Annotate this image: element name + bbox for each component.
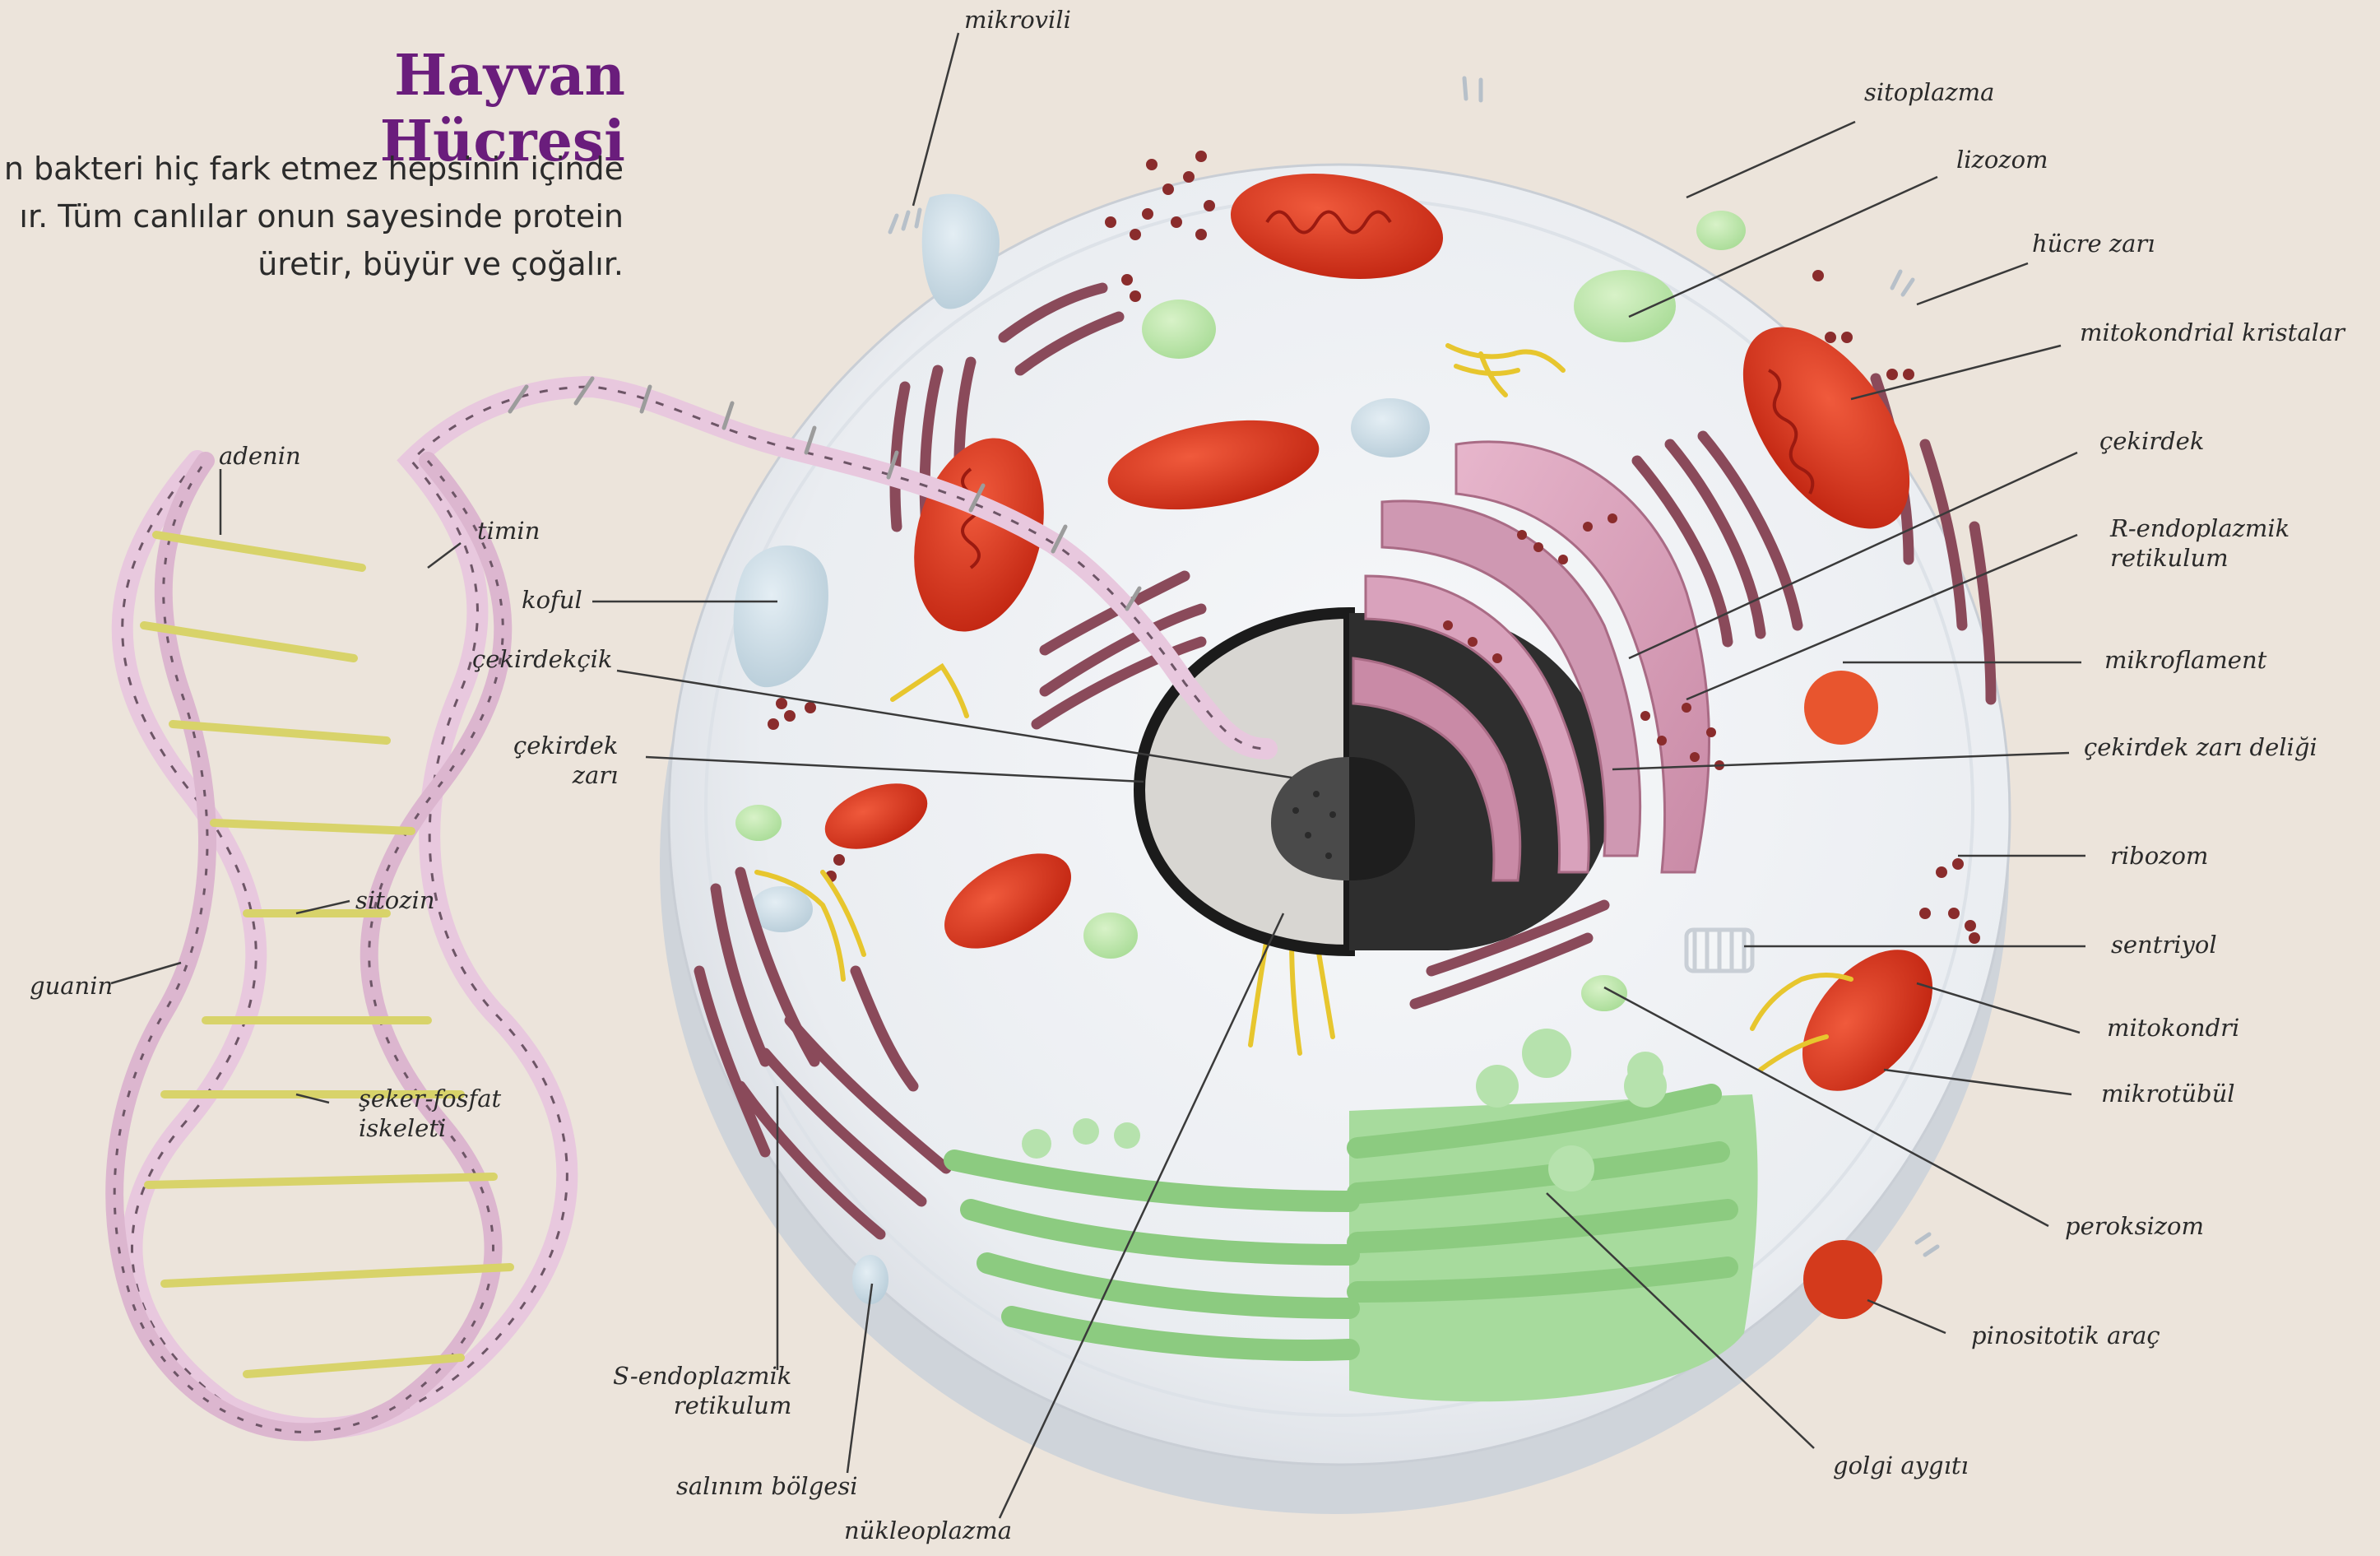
- label-mikrotubul: mikrotübül: [2101, 1079, 2235, 1108]
- label-line: şeker-fosfat: [359, 1084, 501, 1113]
- intro-line: üretir, büyür ve çoğalır.: [0, 240, 624, 288]
- label-line: R-endoplazmik: [2110, 513, 2290, 543]
- label-golgi-aygiti: golgi aygıtı: [1833, 1451, 1969, 1480]
- label-peroksizom: peroksizom: [2065, 1211, 2204, 1241]
- label-ribozom: ribozom: [2110, 841, 2208, 871]
- label-r-endoplazmik: R-endoplazmik retikulum: [2110, 513, 2290, 573]
- label-adenin: adenin: [219, 441, 301, 471]
- label-sitoplazma: sitoplazma: [1864, 77, 1994, 107]
- label-mikroflament: mikroflament: [2104, 645, 2266, 675]
- intro-text: n bakteri hiç fark etmez hepsinin içinde…: [0, 145, 624, 288]
- label-cekirdek-zari-deligi: çekirdek zarı deliği: [2084, 732, 2317, 762]
- label-line: çekirdek: [513, 731, 618, 760]
- label-guanin: guanin: [30, 971, 113, 1001]
- label-lizozom: lizozom: [1956, 145, 2048, 174]
- label-nukleoplazma: nükleoplazma: [844, 1516, 1012, 1545]
- label-mitokondri: mitokondri: [2107, 1013, 2239, 1043]
- centriole-shape: [1686, 930, 1752, 971]
- label-seker-fosfat: şeker-fosfat iskeleti: [359, 1084, 501, 1143]
- label-line: retikulum: [613, 1391, 791, 1420]
- intro-line: ır. Tüm canlılar onun sayesinde protein: [0, 193, 624, 240]
- label-cekirdekcik: çekirdekçik: [472, 644, 613, 674]
- label-line: S-endoplazmik: [613, 1361, 791, 1391]
- label-sitozin: sitozin: [355, 885, 435, 915]
- label-timin: timin: [477, 516, 540, 546]
- label-s-endoplazmik: S-endoplazmik retikulum: [613, 1361, 791, 1420]
- label-cekirdek-zari: çekirdek zarı: [513, 731, 618, 790]
- vacuole-small: [1351, 398, 1430, 458]
- label-line: retikulum: [2110, 543, 2290, 573]
- label-mitokondrial-kristalar: mitokondrial kristalar: [2080, 318, 2345, 347]
- label-line: zarı: [513, 760, 618, 790]
- label-koful: koful: [522, 585, 582, 615]
- label-mikrovili: mikrovili: [964, 5, 1071, 35]
- intro-line: n bakteri hiç fark etmez hepsinin içinde: [0, 145, 624, 193]
- label-pinositotik-arac: pinositotik araç: [1971, 1321, 2160, 1350]
- label-salinim-bolgesi: salınım bölgesi: [676, 1471, 858, 1501]
- label-sentriyol: sentriyol: [2111, 930, 2217, 959]
- label-hucre-zari: hücre zarı: [2032, 229, 2155, 258]
- label-cekirdek: çekirdek: [2099, 426, 2204, 456]
- label-line: iskeleti: [359, 1113, 501, 1143]
